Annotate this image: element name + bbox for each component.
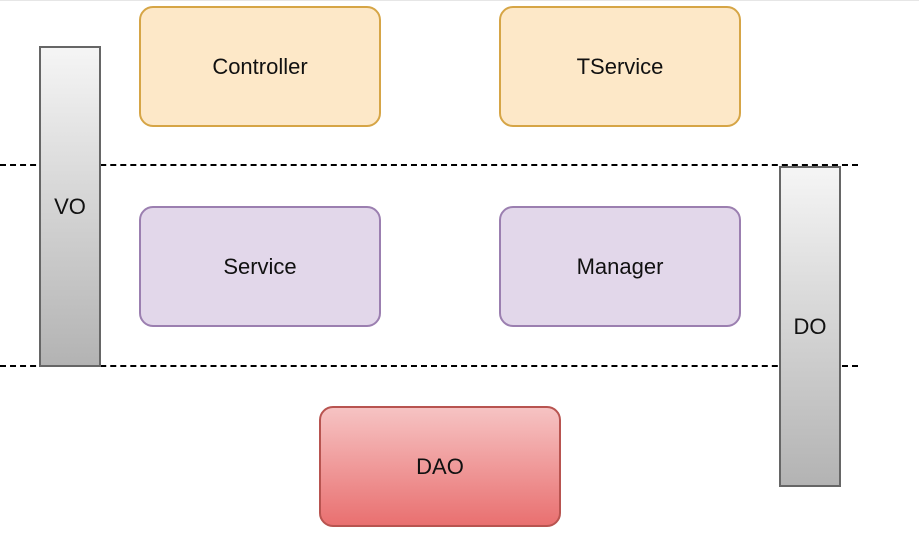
service-label: Service xyxy=(223,253,297,279)
dao-node: DAO xyxy=(319,406,561,527)
vo-bar: VO xyxy=(39,46,101,367)
manager-node: Manager xyxy=(499,206,741,327)
layer-separator-upper xyxy=(0,164,858,166)
service-node: Service xyxy=(139,206,381,327)
do-label: DO xyxy=(793,313,827,339)
vo-label: VO xyxy=(54,193,86,219)
layer-separator-lower xyxy=(0,365,858,367)
controller-node: Controller xyxy=(139,6,381,127)
controller-label: Controller xyxy=(212,53,308,79)
do-bar: DO xyxy=(779,166,841,487)
tservice-label: TService xyxy=(576,53,664,79)
tservice-node: TService xyxy=(499,6,741,127)
dao-label: DAO xyxy=(416,453,464,479)
manager-label: Manager xyxy=(576,253,664,279)
